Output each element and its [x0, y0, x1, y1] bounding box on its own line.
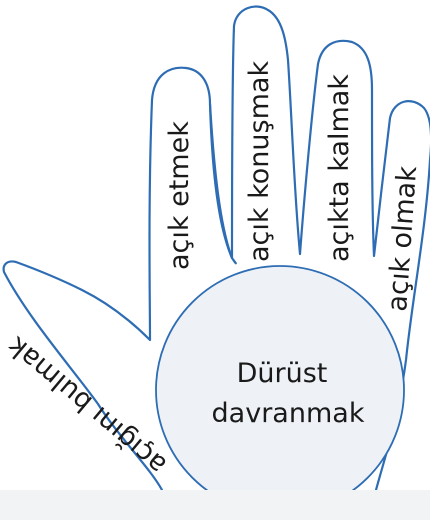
finger-label-middle: açık konuşmak [244, 61, 275, 262]
palm-circle [155, 265, 405, 515]
gap-index-middle [208, 103, 237, 265]
finger-label-thumb: açığını bulmak [1, 330, 172, 481]
finger-label-ring: açıkta kalmak [324, 74, 355, 262]
center-text-line2: davranmak [212, 398, 365, 429]
finger-label-index: açık etmek [164, 121, 195, 270]
hand-outline [2, 5, 430, 492]
center-text-line1: Dürüst [237, 358, 328, 389]
bottom-strip [0, 490, 430, 520]
finger-label-pinky: açık olmak [382, 165, 423, 313]
